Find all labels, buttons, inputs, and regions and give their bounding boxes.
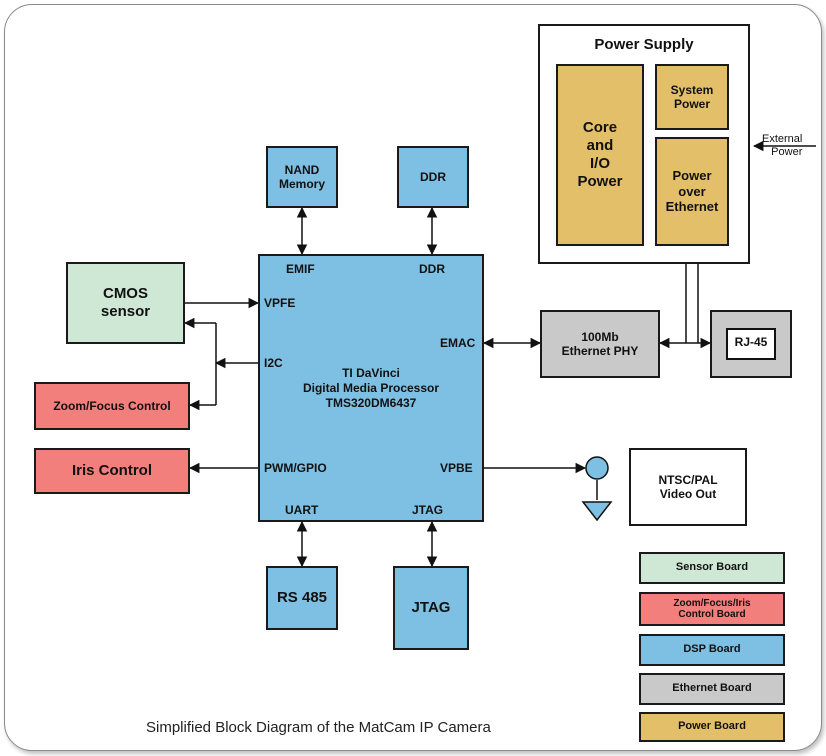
- ground-symbol-icon: [581, 501, 613, 522]
- rj45-jack-icon: RJ-45: [725, 327, 777, 361]
- port-i2c: I2C: [264, 356, 283, 370]
- legend-control-board: Zoom/Focus/Iris Control Board: [639, 592, 785, 626]
- cmos-sensor-block: CMOS sensor: [66, 262, 185, 344]
- ddr-memory-block: DDR: [397, 146, 469, 208]
- port-uart: UART: [285, 503, 319, 517]
- processor-name: TI DaVinci Digital Media Processor TMS32…: [302, 365, 440, 410]
- legend-sensor-board: Sensor Board: [639, 552, 785, 584]
- port-vpfe: VPFE: [264, 296, 296, 310]
- iris-control-block: Iris Control: [34, 448, 190, 494]
- ethernet-phy-block: 100Mb Ethernet PHY: [540, 310, 660, 378]
- port-pwm-gpio: PWM/GPIO: [264, 461, 327, 475]
- video-out-block: NTSC/PAL Video Out: [629, 448, 747, 526]
- port-emif: EMIF: [286, 262, 315, 276]
- poe-block: Power over Ethernet: [655, 137, 729, 246]
- port-emac: EMAC: [440, 336, 476, 350]
- processor-block: TI DaVinci Digital Media Processor TMS32…: [258, 254, 484, 522]
- legend-dsp-board: DSP Board: [639, 634, 785, 666]
- nand-memory-block: NAND Memory: [266, 146, 338, 208]
- rj45-block: RJ-45: [710, 310, 792, 378]
- port-jtag: JTAG: [412, 503, 444, 517]
- port-ddr: DDR: [419, 262, 445, 276]
- rs485-block: RS 485: [266, 566, 338, 630]
- power-supply-title: Power Supply: [594, 36, 694, 53]
- diagram-caption: Simplified Block Diagram of the MatCam I…: [146, 719, 491, 736]
- system-power-block: System Power: [655, 64, 729, 130]
- external-power-label: External Power: [762, 133, 803, 158]
- video-connector-icon: [585, 456, 609, 480]
- core-io-power-block: Core and I/O Power: [556, 64, 644, 246]
- rj45-label: RJ-45: [734, 334, 768, 349]
- zoom-focus-control-block: Zoom/Focus Control: [34, 382, 190, 430]
- legend-power-board: Power Board: [639, 712, 785, 742]
- port-vpbe: VPBE: [440, 461, 473, 475]
- jtag-block: JTAG: [393, 566, 469, 650]
- legend-ethernet-board: Ethernet Board: [639, 673, 785, 705]
